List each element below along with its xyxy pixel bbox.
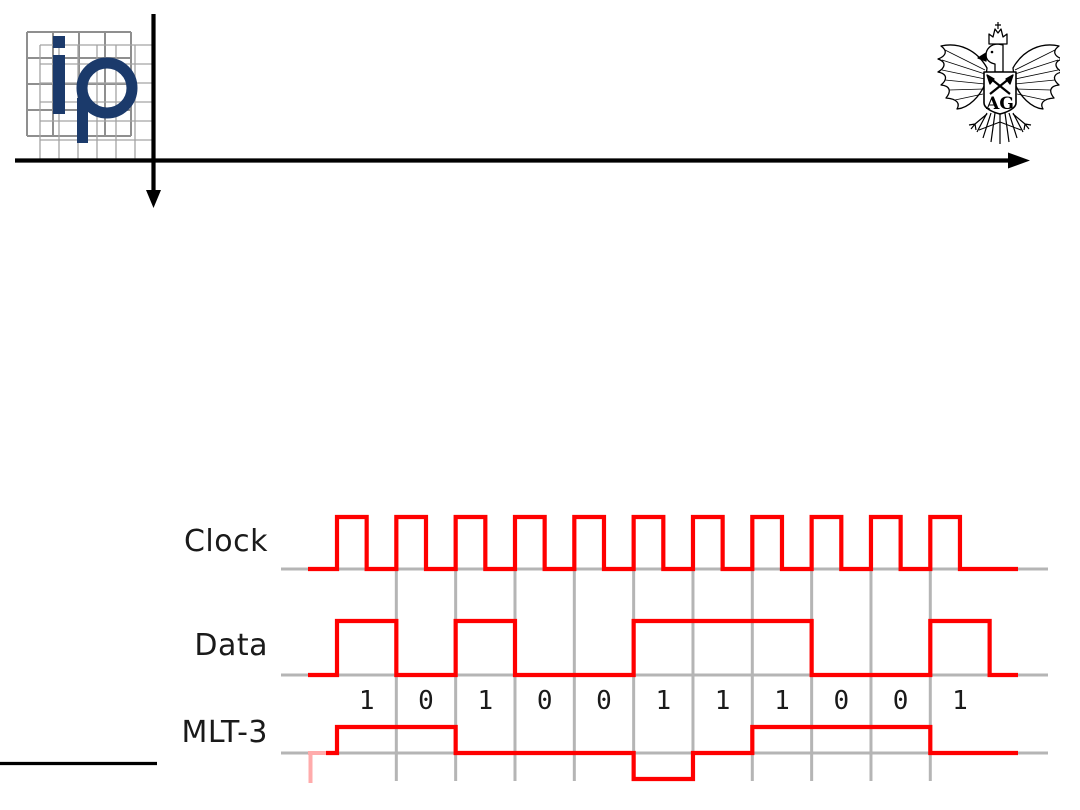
letter-i-dot [53, 36, 65, 48]
clock-waveform [308, 514, 1018, 572]
down-arrowhead-icon [146, 190, 161, 208]
university-eagle-emblem: AG [937, 22, 1060, 144]
data-signal-label: Data [194, 628, 268, 663]
mlt3-waveform [326, 724, 1018, 782]
eagle-head [977, 43, 1004, 73]
eagle-beak [977, 52, 987, 62]
eagle-right-wing [1012, 44, 1060, 110]
clock-signal-label: Clock [183, 524, 268, 559]
letter-p-bowl [76, 57, 138, 119]
eagle-left-wing [937, 44, 988, 110]
bit-label: 0 [418, 686, 434, 716]
letter-i-stem [53, 55, 65, 114]
logo-letters-ip [53, 36, 138, 143]
bit-label: 1 [952, 686, 968, 716]
bit-label: 1 [774, 686, 790, 716]
bit-label: 1 [655, 686, 672, 716]
letter-p-stem [77, 98, 88, 143]
eagle-crown [988, 22, 1008, 45]
ip-grid-logo [26, 31, 155, 160]
bit-label: 0 [536, 686, 553, 716]
shield-monogram: AG [985, 94, 1014, 114]
eagle-shield: AG [983, 71, 1017, 115]
right-arrowhead-icon [1008, 152, 1030, 169]
bit-label: 1 [714, 686, 731, 716]
eagle-eye [990, 50, 994, 54]
mlt3-signal-label: MLT-3 [181, 715, 268, 750]
bit-labels-row: 1 0 1 0 0 1 1 1 0 0 1 [0, 688, 1080, 716]
bit-label: 1 [358, 686, 375, 716]
eagle-tail [976, 112, 1024, 144]
eagle-claws [968, 113, 1032, 131]
data-waveform [308, 618, 1018, 678]
bit-label: 1 [477, 686, 494, 716]
bit-label: 0 [833, 686, 850, 716]
bit-label: 0 [596, 686, 612, 716]
bit-label: 0 [892, 686, 909, 716]
